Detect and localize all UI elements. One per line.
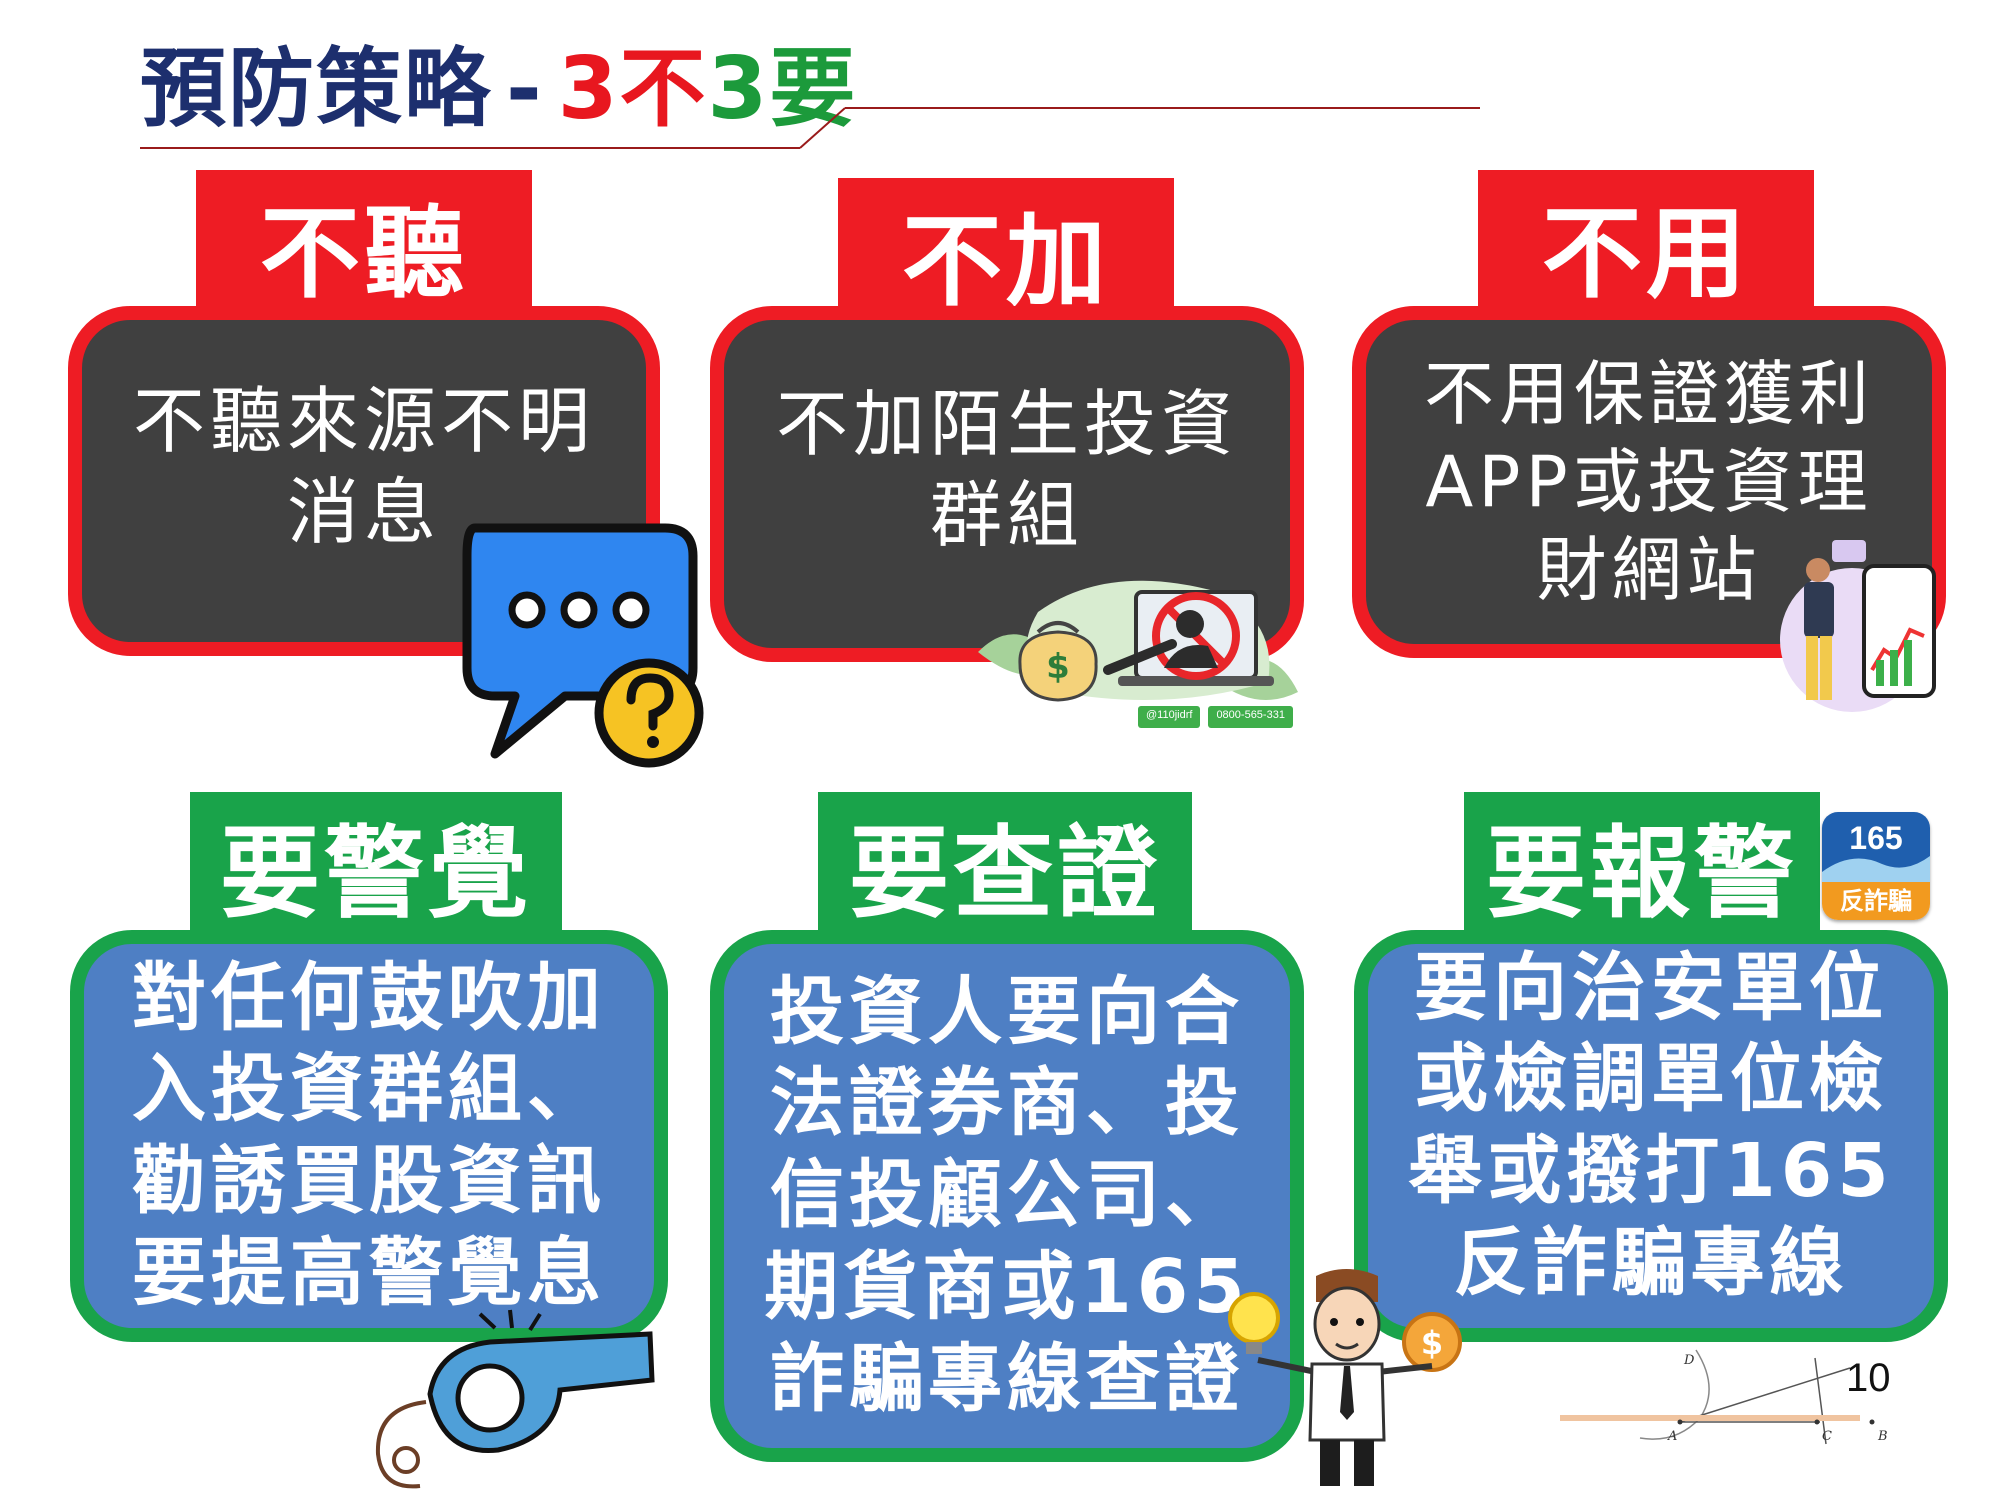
page-title: 預防策略 - 3 不 3 要 [140, 22, 857, 132]
title-dash: - [506, 39, 544, 139]
tab-verify: 要查證 [818, 792, 1192, 936]
whistle-icon [375, 1309, 655, 1489]
tab-report-police: 要報警 [1464, 792, 1820, 936]
line-contact-badge: @110jidrf 0800-565-331 [1138, 706, 1293, 728]
card-report-police: 要向治安單位 或檢調單位檢 舉或撥打165 反詐騙專線 [1354, 930, 1948, 1342]
logo-165-number: 165 [1849, 820, 1903, 856]
label-d: D [1683, 1353, 1695, 1368]
svg-text:$: $ [1046, 647, 1070, 687]
card-dont-join-text: 不加陌生投資 群組 [775, 382, 1238, 557]
card-verify-text: 投資人要向合 法證券商、投 信投顧公司、 期貨商或165 詐騙專線查證 [764, 968, 1250, 1422]
line-id-badge: @110jidrf [1138, 706, 1201, 728]
tab-be-alert: 要警覺 [190, 792, 562, 936]
geometry-construction-figure: D A C B [1560, 1349, 1888, 1445]
card-report-police-text: 要向治安單位 或檢調單位檢 舉或撥打165 反詐騙專線 [1408, 944, 1894, 1306]
tab-dont-join: 不加 [838, 178, 1174, 326]
label-b: B [1877, 1429, 1888, 1444]
title-num-1: 3 [557, 39, 620, 139]
logo-165-label: 反詐騙 [1822, 882, 1930, 920]
card-dont-join: 不加陌生投資 群組 [710, 306, 1304, 662]
title-underline [140, 107, 1480, 149]
man-phone-chart-icon [1780, 540, 1936, 712]
title-no: 不 [619, 39, 708, 139]
scam-hacker-laptop-icon: $ [978, 580, 1298, 702]
label-a: A [1667, 1429, 1677, 1444]
page-number: 10 [1846, 1356, 1891, 1400]
card-be-alert-text: 對任何鼓吹加 入投資群組、 勸誘買股資訊 要提高警覺息 [132, 954, 606, 1316]
tab-dont-use: 不用 [1478, 170, 1814, 318]
title-main: 預防策略 [140, 39, 492, 139]
card-verify: 投資人要向合 法證券商、投 信投顧公司、 期貨商或165 詐騙專線查證 [710, 930, 1304, 1462]
businessman-idea-icon: $ [1228, 1269, 1462, 1486]
card-be-alert: 對任何鼓吹加 入投資群組、 勸誘買股資訊 要提高警覺息 [70, 930, 668, 1342]
tab-dont-listen: 不聽 [196, 170, 532, 318]
card-dont-listen-text: 不聽來源不明 消息 [132, 379, 595, 554]
logo-165-anti-fraud: 165 反詐騙 [1822, 812, 1930, 920]
title-must: 要 [769, 39, 858, 139]
card-dont-use-text: 不用保證獲利 APP或投資理 財網站 [1424, 352, 1874, 612]
phone-badge: 0800-565-331 [1208, 706, 1293, 728]
svg-text:$: $ [1421, 1324, 1443, 1362]
title-num-2: 3 [707, 39, 770, 139]
speech-bubble-question-icon [462, 523, 704, 768]
label-c: C [1822, 1429, 1832, 1444]
